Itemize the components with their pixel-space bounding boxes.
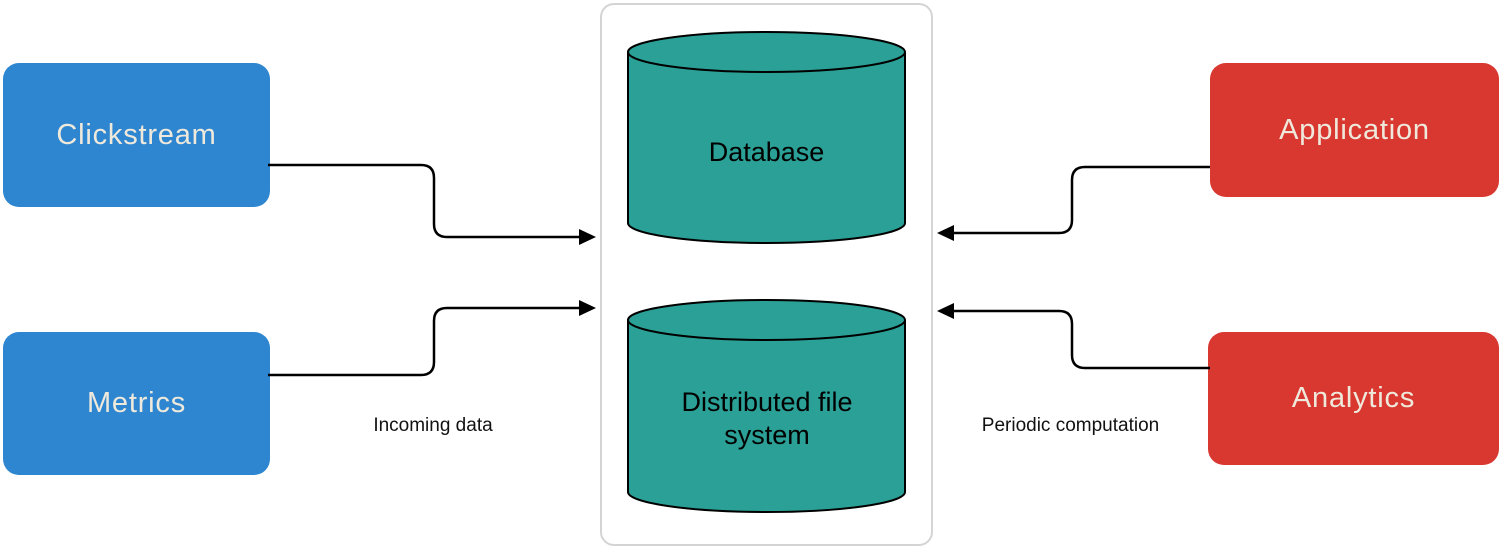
- distributed-file-system-cylinder-shape: [627, 299, 906, 513]
- distributed-file-system-node-label: Distributed file system: [681, 387, 853, 450]
- node-label: Analytics: [1291, 382, 1416, 414]
- arrowhead-right-icon: [579, 229, 596, 245]
- source-node-clickstream: Clickstream: [3, 63, 270, 207]
- consumer-node-application: Application: [1210, 63, 1499, 197]
- connector-clickstream-to-database: [268, 163, 596, 245]
- arrowhead-left-icon: [937, 303, 954, 319]
- arrowhead-left-icon: [937, 225, 954, 241]
- node-label: Clickstream: [56, 118, 217, 151]
- connector-metrics-to-dfs: [268, 300, 596, 377]
- source-node-metrics: Metrics: [3, 332, 270, 475]
- connector-analytics-to-dfs: [937, 303, 1210, 370]
- node-label: Metrics: [86, 387, 187, 419]
- database-node-label: Database: [708, 137, 825, 167]
- edge-label-incoming-data: Incoming data: [373, 415, 493, 436]
- consumer-node-analytics: Analytics: [1208, 332, 1499, 465]
- node-label: Application: [1279, 113, 1430, 146]
- edge-label-periodic-computation: Periodic computation: [981, 415, 1160, 436]
- database-cylinder-shape: [627, 31, 906, 244]
- connector-application-to-database: [937, 165, 1210, 241]
- arrowhead-right-icon: [579, 300, 596, 316]
